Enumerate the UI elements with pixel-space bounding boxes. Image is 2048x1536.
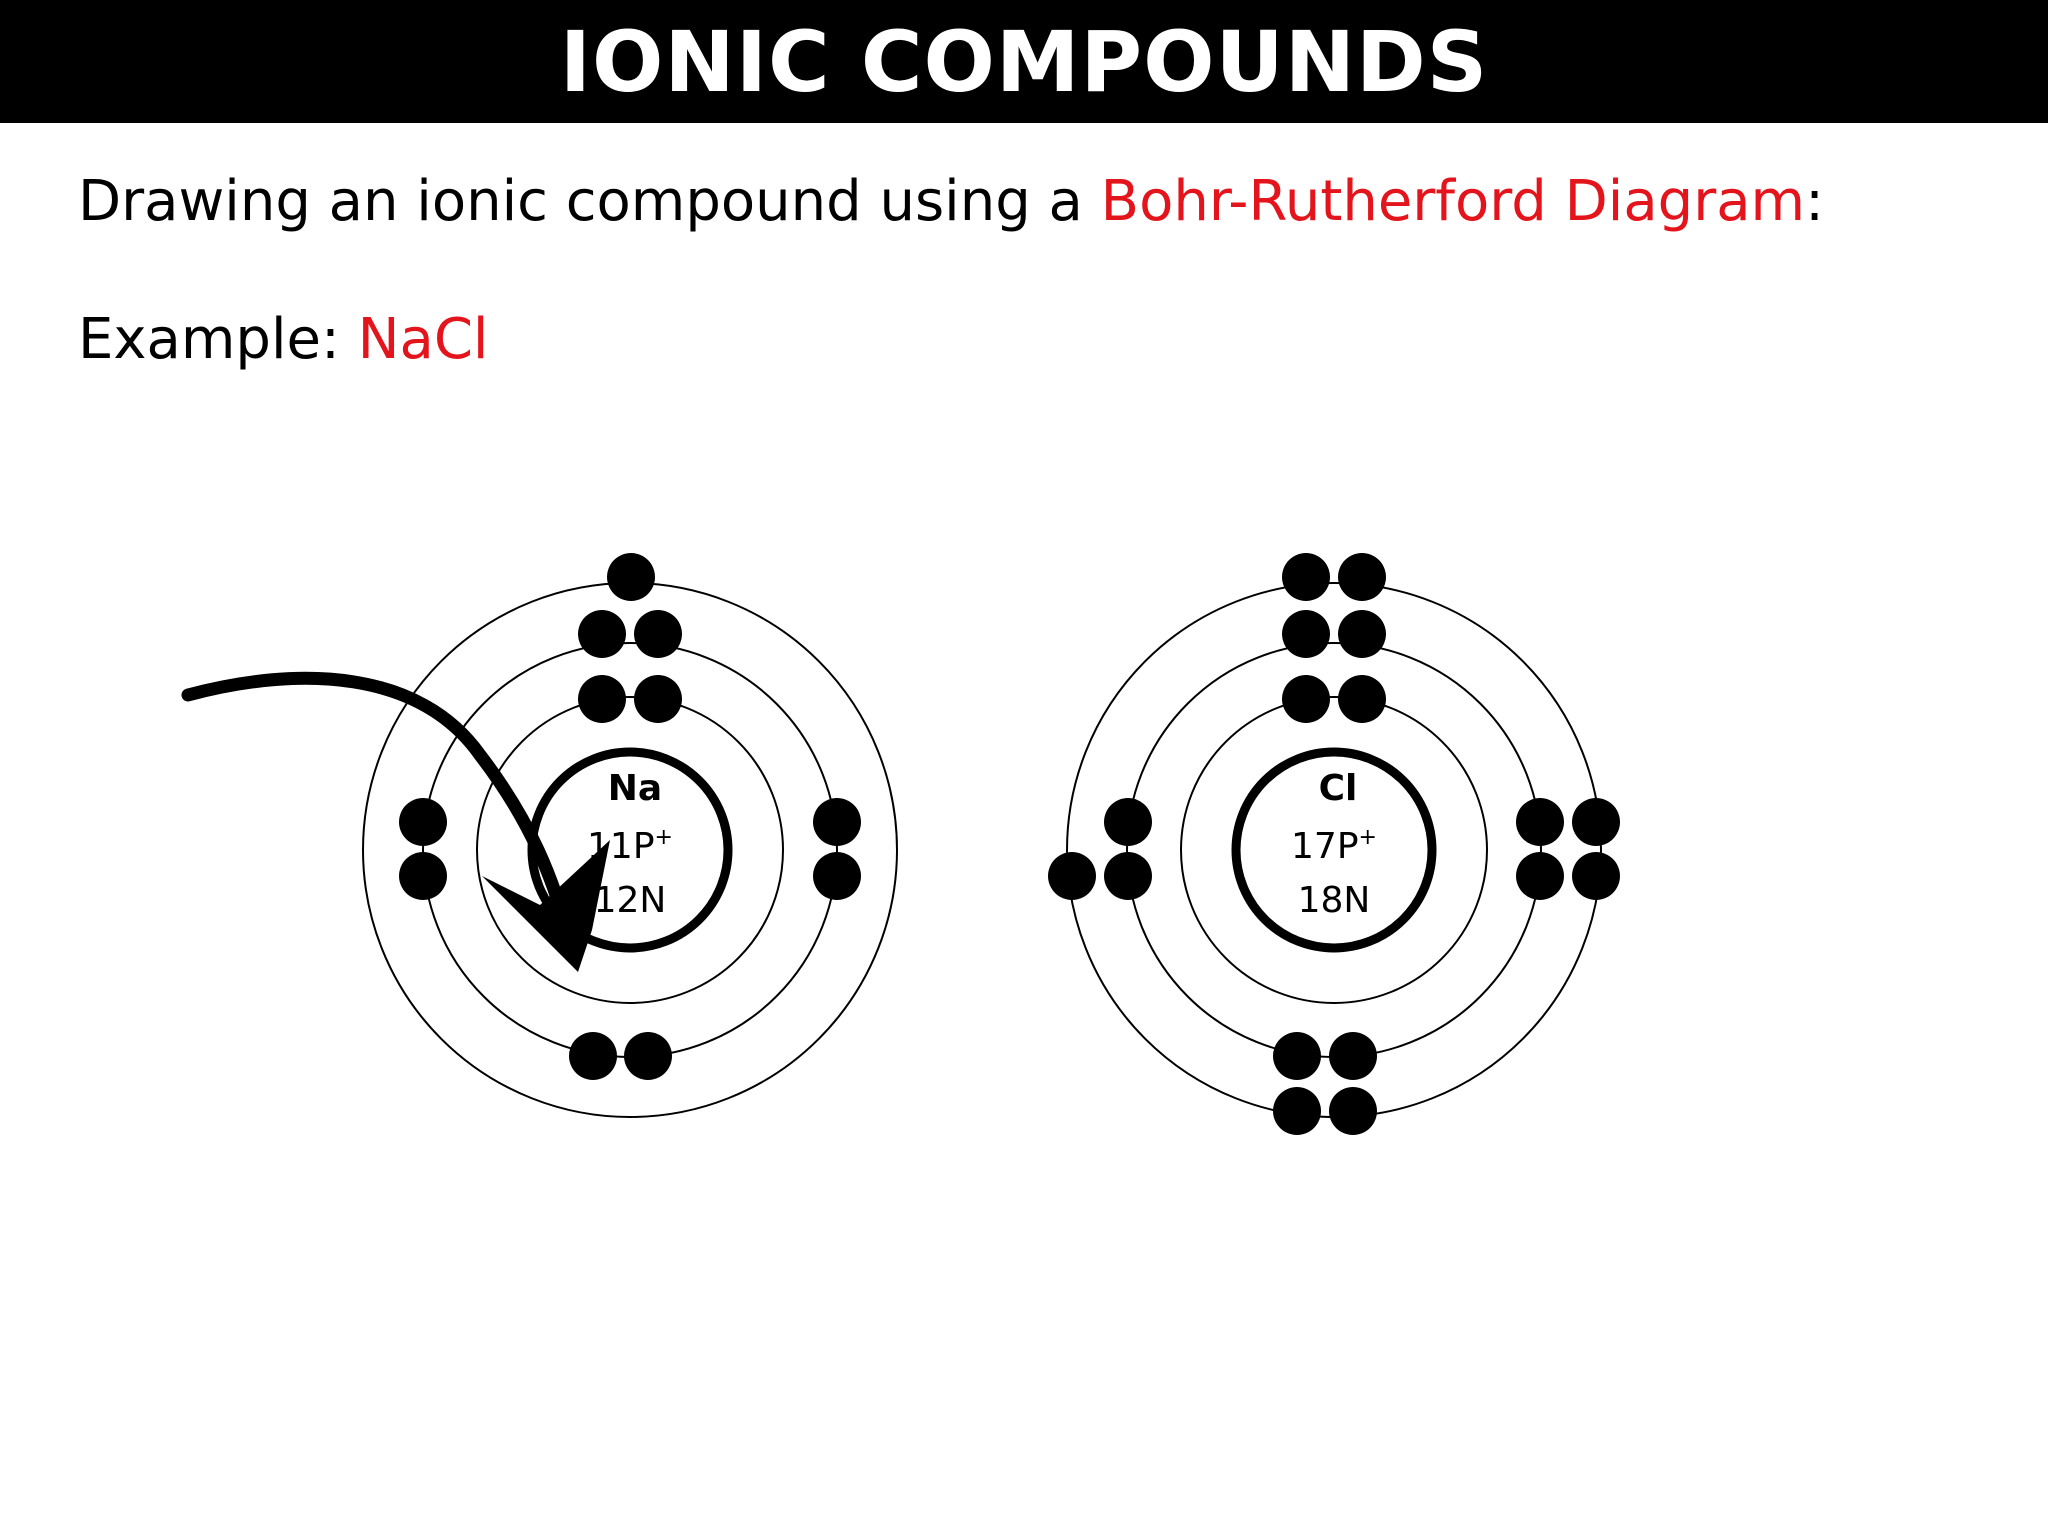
intro-suffix: :: [1805, 169, 1824, 234]
electron: [607, 553, 655, 601]
electron: [1516, 798, 1564, 846]
intro-prefix: Drawing an ionic compound using a: [78, 169, 1101, 234]
electron: [813, 852, 861, 900]
electron: [399, 852, 447, 900]
chlorine-electrons: [1048, 553, 1620, 1135]
electron: [1104, 798, 1152, 846]
electron: [1516, 852, 1564, 900]
title-bar: IONIC COMPOUNDS: [0, 0, 2048, 123]
electron: [1282, 675, 1330, 723]
curved-arrow-icon: [181, 671, 610, 972]
sodium-electrons: [399, 553, 861, 1080]
example-compound: NaCl: [357, 307, 489, 372]
electron: [1572, 798, 1620, 846]
intro-highlight: Bohr-Rutherford Diagram: [1100, 169, 1806, 234]
sodium-symbol: Na: [608, 768, 662, 809]
electron: [1048, 852, 1096, 900]
electron: [813, 798, 861, 846]
electron: [1273, 1032, 1321, 1080]
electron: [578, 675, 626, 723]
electron: [1329, 1087, 1377, 1135]
electron: [1104, 852, 1152, 900]
electron: [1282, 610, 1330, 658]
electron: [624, 1032, 672, 1080]
electron: [1273, 1087, 1321, 1135]
electron: [1282, 553, 1330, 601]
electron: [1329, 1032, 1377, 1080]
chlorine-neutrons: 18N: [1298, 880, 1371, 921]
electron: [634, 610, 682, 658]
chlorine-nucleus: [1231, 747, 1437, 953]
sodium-neutrons: 12N: [594, 880, 667, 921]
chlorine-symbol: Cl: [1319, 768, 1358, 809]
electron: [399, 798, 447, 846]
example-label: Example:: [78, 307, 358, 372]
intro-line: Drawing an ionic compound using a Bohr-R…: [78, 174, 1824, 230]
example-line: Example: NaCl: [78, 312, 489, 368]
electron: [1572, 852, 1620, 900]
electron: [1338, 610, 1386, 658]
electron: [569, 1032, 617, 1080]
sodium-shell-1: [476, 696, 784, 1004]
electron: [578, 610, 626, 658]
chlorine-shell-1: [1180, 696, 1488, 1004]
sodium-atom: Na 11P+ 12N: [362, 553, 898, 1118]
electron: [1338, 675, 1386, 723]
electron: [634, 675, 682, 723]
electron: [1338, 553, 1386, 601]
chlorine-atom: Cl 17P+ 18N: [1048, 553, 1620, 1135]
page-title: IONIC COMPOUNDS: [559, 12, 1489, 111]
chlorine-protons: 17P+: [1291, 825, 1377, 867]
